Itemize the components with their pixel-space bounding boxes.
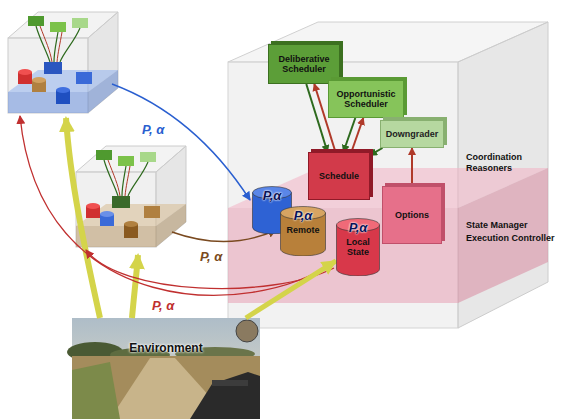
agent-cube-part	[118, 156, 134, 166]
agent-cube-part	[104, 160, 148, 196]
layer-label: State Manager	[466, 220, 528, 231]
cylinder-top	[253, 187, 292, 199]
arrow-label: P, α	[140, 122, 166, 138]
process-box: Deliberative Scheduler	[268, 44, 340, 84]
node-text: Deliberative Scheduler	[272, 54, 336, 75]
process-box: Opportunistic Scheduler	[328, 80, 404, 118]
node-text: Schedule	[319, 171, 359, 181]
process-box: Downgrader	[380, 120, 444, 148]
agent-cube-part	[32, 77, 46, 83]
layer-label: Execution Controller	[466, 233, 555, 244]
environment-picture	[67, 318, 260, 419]
agent-cube	[76, 146, 186, 247]
agent-cube-part	[86, 203, 100, 209]
environment-picture-part	[190, 372, 260, 419]
environment-picture-part	[72, 318, 260, 419]
connector-arrow	[370, 148, 383, 155]
agent-cube-part	[100, 211, 114, 217]
layer-label: Coordination Reasoners	[466, 152, 544, 174]
state-cylinder: P,αRemote	[280, 206, 326, 256]
cylinder-body	[337, 225, 380, 276]
agent-cube-part	[28, 16, 44, 26]
environment-picture-part	[236, 320, 258, 342]
process-box: Options	[382, 186, 442, 244]
agent-cube-part	[156, 204, 186, 247]
agent-cube	[228, 22, 548, 328]
state-cylinder: P,α	[252, 186, 292, 234]
cylinder-shape	[280, 206, 326, 256]
agent-cube-part	[50, 22, 66, 32]
connector-arrow	[411, 148, 413, 186]
agent-cube-part	[88, 12, 118, 113]
agent-cube-part	[76, 72, 92, 84]
node-text: P,α	[263, 189, 282, 204]
agent-cube-part	[228, 208, 458, 303]
connector-arrow	[314, 84, 335, 152]
node-text: P,α	[294, 209, 313, 224]
cylinder-body	[253, 193, 292, 234]
agent-cube-part	[108, 160, 130, 196]
flow-arrow-part	[112, 84, 250, 200]
agent-cube-part	[112, 196, 130, 208]
connector-arrow	[246, 261, 336, 318]
agent-cube-part	[144, 206, 160, 218]
cylinder-top	[281, 207, 326, 220]
agent-cube-part	[8, 92, 88, 113]
agent-cube-part	[36, 26, 80, 62]
flow-arrow-part	[66, 118, 100, 318]
cylinder-shape	[252, 186, 292, 234]
agent-cube-part	[140, 152, 156, 162]
node-text: Local State	[336, 237, 380, 258]
agent-cube	[8, 12, 118, 113]
process-box: Schedule	[308, 152, 370, 200]
agent-cube-part	[124, 221, 138, 227]
arrow-label: P, α	[198, 249, 224, 265]
node-text: Options	[395, 210, 429, 220]
flow-arrow-part	[172, 230, 276, 242]
agent-cube-part	[458, 168, 548, 303]
flow-arrow-part	[132, 255, 138, 318]
flow-arrow-part	[86, 250, 334, 289]
agent-cube-part	[156, 146, 186, 247]
cylinder-top	[337, 219, 380, 232]
flow-arrow-part	[20, 116, 334, 295]
flow-arrow	[20, 84, 334, 318]
node-text: Opportunistic Scheduler	[332, 89, 400, 110]
environment-picture-part	[72, 356, 260, 419]
node-text: P,α	[349, 221, 368, 236]
agent-cube-part	[72, 18, 88, 28]
state-cylinder: P,αLocal State	[336, 218, 380, 276]
environment-panel: Environment	[72, 318, 260, 419]
arrow-label: P, α	[150, 298, 176, 314]
node-text: Remote	[286, 225, 319, 235]
agent-cube-part	[96, 150, 112, 160]
node-text: Environment	[129, 342, 202, 356]
agent-cube-part	[56, 87, 70, 93]
connector-arrow	[351, 118, 363, 152]
agent-cube-part	[76, 226, 156, 247]
agent-cube-part	[40, 26, 62, 62]
agent-cube-part	[88, 70, 118, 113]
environment-picture-part	[72, 362, 120, 419]
agent-cube-part	[18, 69, 32, 75]
cylinder-shape	[336, 218, 380, 276]
agent-cube-part	[44, 62, 62, 74]
environment-picture-part	[212, 380, 248, 386]
node-text: Downgrader	[386, 129, 439, 139]
cylinder-body	[281, 213, 326, 256]
